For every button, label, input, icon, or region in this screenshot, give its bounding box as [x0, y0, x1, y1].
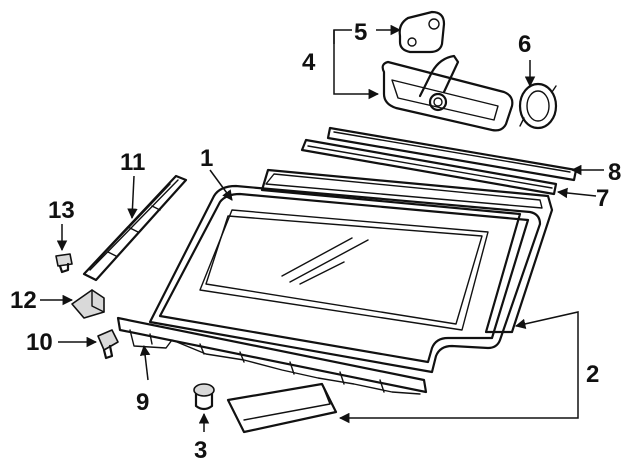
mirror-cover	[518, 82, 558, 130]
rearview-mirror	[381, 54, 514, 132]
fastener	[97, 329, 119, 360]
callout-2: 2	[586, 361, 599, 388]
callout-12: 12	[10, 287, 37, 314]
urethane-kit	[226, 168, 554, 434]
mirror-support	[398, 10, 446, 54]
callout-11: 11	[120, 149, 145, 176]
callout-7: 7	[596, 185, 609, 212]
callout-3: 3	[194, 437, 207, 464]
stopper-clip	[193, 383, 215, 411]
callout-10: 10	[26, 329, 53, 356]
moulding-retainer	[300, 138, 558, 196]
callout-5: 5	[354, 19, 367, 46]
callout-6: 6	[518, 31, 531, 58]
windshield-glass	[148, 184, 542, 374]
callout-labels: 1 2 3 4 5 6 7 8 9 10 11 12 13	[10, 19, 621, 464]
callout-13: 13	[48, 197, 75, 224]
side-moulding	[82, 174, 188, 282]
callout-9: 9	[136, 389, 149, 416]
leader-lines	[40, 24, 604, 432]
callout-8: 8	[608, 159, 621, 186]
callout-1: 1	[200, 145, 213, 172]
callout-4: 4	[302, 49, 316, 76]
cowl-molding	[116, 316, 428, 395]
clip-13	[55, 253, 73, 274]
upper-moulding	[326, 126, 578, 182]
moulding-clip	[71, 289, 105, 319]
